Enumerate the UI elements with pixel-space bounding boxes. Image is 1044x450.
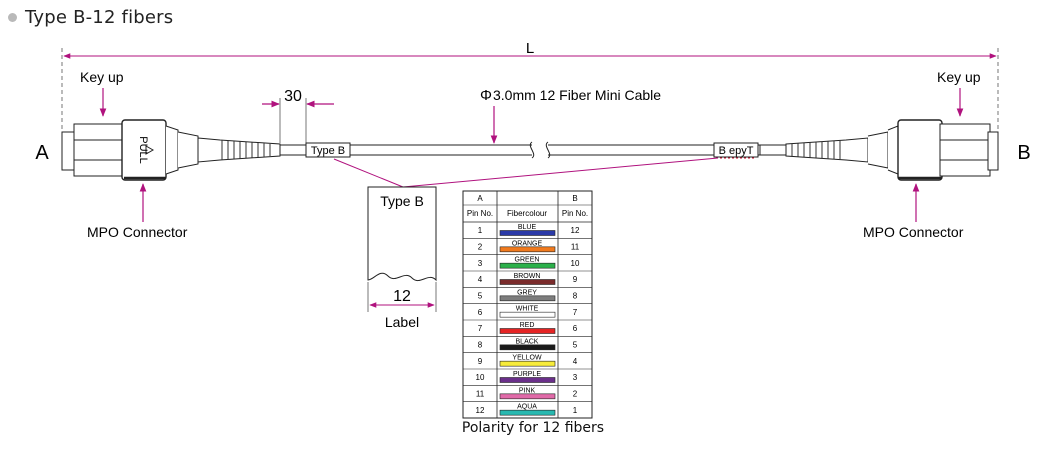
polarity-caption: Polarity for 12 fibers [461,420,605,436]
mpo-left-label: MPO Connector [87,224,188,240]
cable-tag-left-text: Type B [311,145,345,157]
boot-dimension-label: 30 [284,88,302,105]
heading-text: Type B-12 fibers [25,6,174,28]
polarity-colour-swatch [499,279,556,285]
polarity-colour-name: ORANGE [512,240,543,247]
polarity-row: 3 GREEN 10 [463,254,592,269]
polarity-pin-b: 8 [573,292,578,301]
polarity-pin-a: 1 [478,226,483,235]
polarity-pin-a: 5 [478,292,483,301]
polarity-colour-swatch [499,262,556,269]
length-dimension: L [61,40,999,132]
boot-left [197,137,307,163]
cable-label: 3.0mm 12 Fiber Mini Cable [493,87,661,103]
polarity-row: 1 BLUE 12 [478,224,580,236]
length-label: L [526,40,534,57]
polarity-pin-a: 8 [478,341,483,350]
polarity-colour-swatch [499,311,556,318]
polarity-col-pin: Pin No. [467,209,493,218]
polarity-pin-b: 7 [573,308,578,317]
polarity-pin-b: 3 [573,373,578,382]
boot-right [759,137,869,163]
polarity-pin-b: 10 [571,259,580,268]
polarity-row: 7 RED 6 [463,319,592,334]
polarity-row: 8 BLACK 5 [463,336,592,351]
cable-tag-right-text: B epyT [719,145,754,157]
polarity-pin-b: 5 [573,341,578,350]
cable-tag-right [713,142,759,158]
polarity-colour-name: BROWN [514,273,541,280]
polarity-pin-a: 12 [476,406,485,415]
polarity-pin-a: 4 [478,275,483,284]
polarity-pin-a: 10 [476,373,485,382]
polarity-colour-swatch [499,230,556,236]
end-b-label: B [1017,142,1030,164]
polarity-row: 12 AQUA 1 [463,401,592,416]
polarity-colour-name: WHITE [516,306,539,313]
mpo-connector-right [867,119,999,181]
polarity-colour-swatch [499,328,556,334]
polarity-pin-a: 11 [476,390,485,399]
polarity-colour-name: PINK [519,387,536,394]
section-heading: Type B-12 fibers [8,4,173,30]
label-tag-title: Type B [380,193,424,209]
polarity-pin-b: 2 [573,390,578,399]
polarity-colour-swatch [499,360,556,367]
boot-dimension: 30 [262,88,334,143]
polarity-pin-b: 4 [573,357,578,366]
polarity-row: 4 BROWN 9 [463,270,592,285]
label-width: 12 [393,288,411,305]
label-leader-right [402,157,719,188]
polarity-header-a: A [477,194,483,203]
polarity-colour-swatch [499,344,556,351]
label-tag: Type B 12 Label [367,186,437,330]
polarity-colour-name: GREY [517,289,537,296]
polarity-pin-b: 6 [573,324,578,333]
polarity-colour-swatch [499,409,556,416]
polarity-col-colour: Fibercolour [507,209,547,218]
polarity-colour-name: PURPLE [513,371,541,378]
polarity-col-pin-b: Pin No. [562,209,588,218]
bullet-icon [8,12,17,22]
polarity-row: 9 YELLOW 4 [463,352,592,367]
polarity-colour-name: BLUE [518,224,537,231]
key-up-left-label: Key up [80,69,124,85]
phi-symbol: Φ [480,87,492,104]
pull-label: PULL [137,136,149,164]
polarity-pin-a: 3 [478,259,483,268]
polarity-row: 11 PINK 2 [463,385,592,400]
polarity-colour-name: RED [520,322,535,329]
polarity-header-b: B [572,194,577,203]
key-up-right-label: Key up [937,69,981,85]
cable-tag-left [305,142,351,158]
polarity-row: 5 GREY 8 [463,287,592,302]
cable [306,141,760,159]
polarity-colour-name: YELLOW [512,355,542,362]
label-caption: Label [385,314,419,330]
mpo-right-label: MPO Connector [863,224,964,240]
polarity-row: 10 PURPLE 3 [463,368,592,383]
polarity-colour-name: GREEN [515,257,540,264]
polarity-pin-b: 1 [573,406,578,415]
polarity-colour-swatch [499,246,556,253]
polarity-pin-a: 9 [478,357,483,366]
polarity-pin-a: 2 [478,243,483,252]
polarity-colour-name: BLACK [516,338,539,345]
polarity-pin-a: 7 [478,324,483,333]
polarity-pin-b: 11 [571,243,580,252]
polarity-colour-swatch [499,393,556,400]
mpo-connector-left [61,119,199,181]
polarity-pin-a: 6 [478,308,483,317]
label-leader-left [333,158,404,188]
polarity-colour-swatch [499,295,556,302]
polarity-colour-name: AQUA [517,404,537,411]
polarity-row: 6 WHITE 7 [463,303,592,318]
polarity-pin-b: 9 [573,275,578,284]
polarity-pin-b: 12 [571,226,580,235]
end-a-label: A [35,142,49,164]
polarity-colour-swatch [499,377,556,383]
polarity-row: 2 ORANGE 11 [463,238,592,253]
